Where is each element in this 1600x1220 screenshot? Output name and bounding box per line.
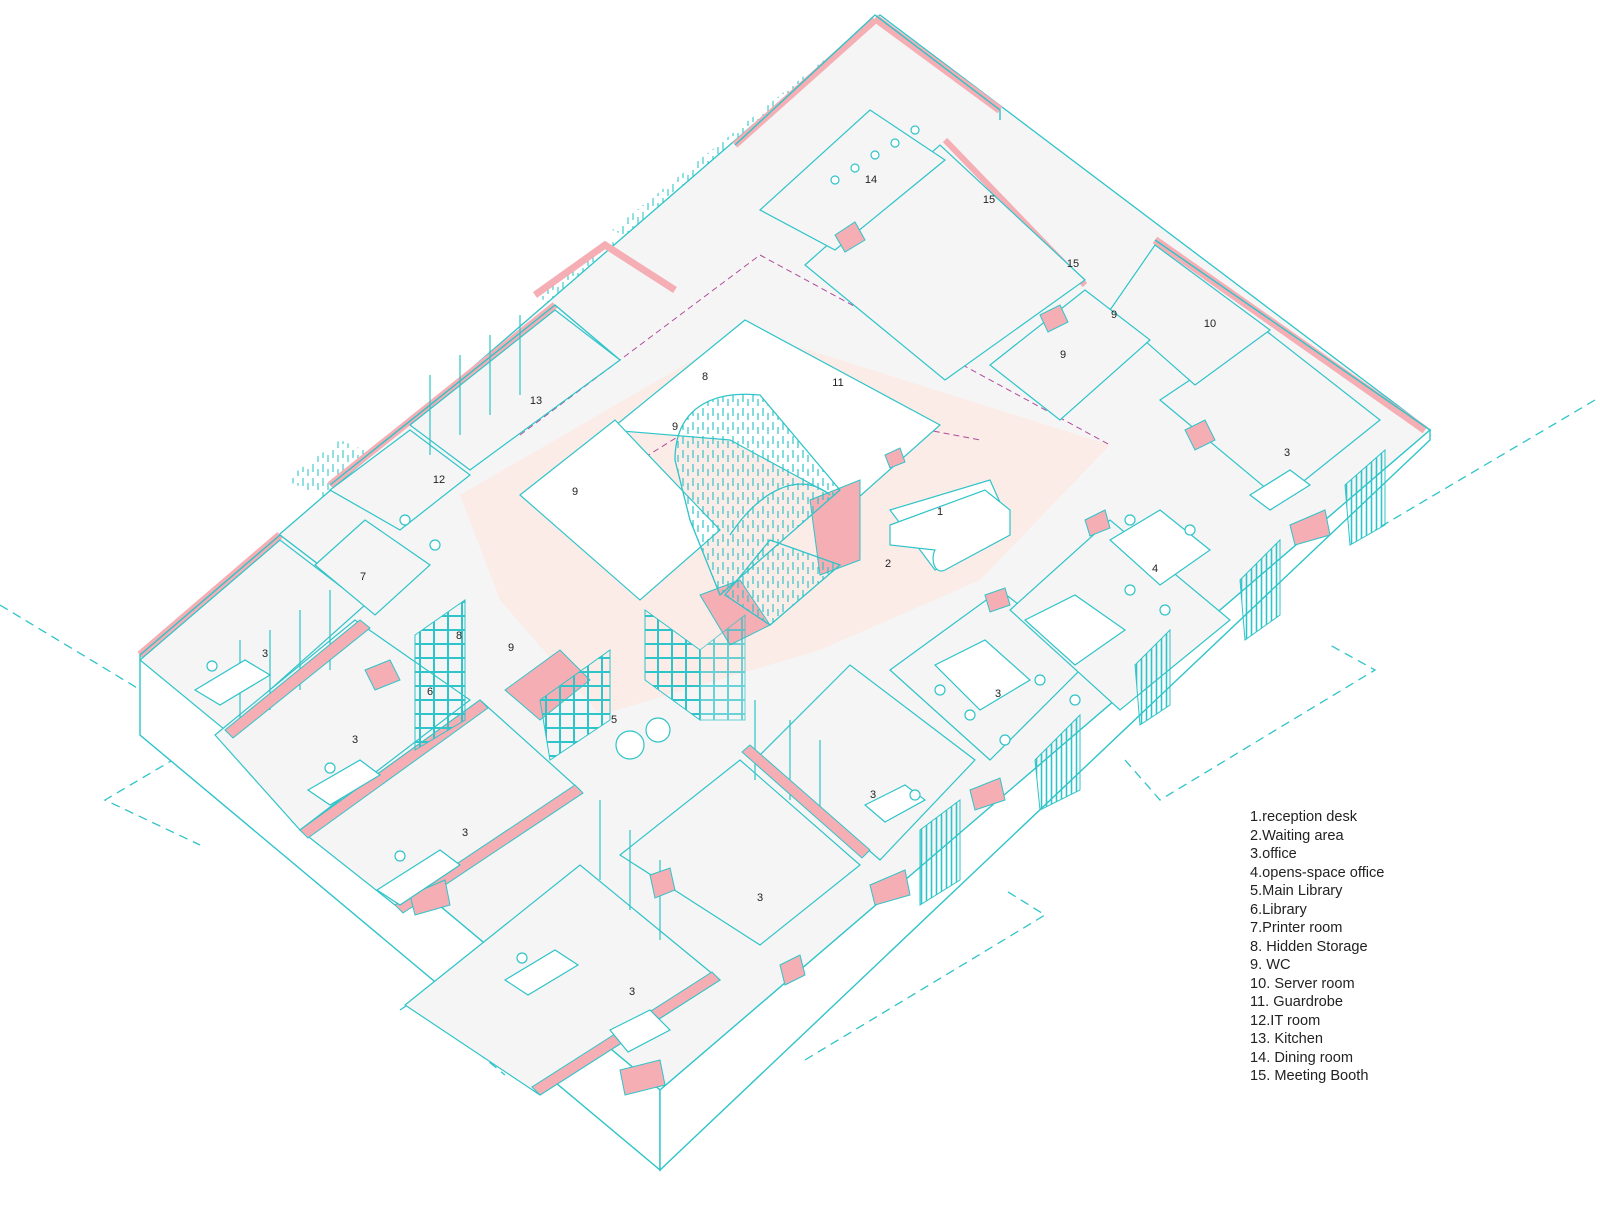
- room-label-office-c: 3: [462, 827, 468, 839]
- central-atrium: [674, 393, 842, 626]
- room-label-waiting-area: 2: [885, 558, 891, 570]
- legend: 1.reception desk 2.Waiting area 3.office…: [1250, 808, 1550, 1086]
- room-label-office-f: 3: [870, 789, 876, 801]
- room-label-office-a: 3: [262, 648, 268, 660]
- room-label-hidden-storage-b: 8: [456, 630, 462, 642]
- legend-item: 3.office: [1250, 846, 1297, 862]
- room-label-library: 6: [427, 686, 433, 698]
- legend-item: 14. Dining room: [1250, 1049, 1354, 1066]
- furniture: [193, 125, 1312, 1053]
- room-label-guardrobe: 11: [832, 377, 843, 389]
- room-labels: 1 2 3 3 3 3 3 3 3 3 4 5 6 7 8 8 9 9 9 9 …: [262, 174, 1290, 998]
- room-label-wc-e: 9: [1111, 309, 1117, 321]
- legend-item: 9. WC: [1250, 957, 1291, 973]
- legend-item: 1.reception desk: [1250, 809, 1358, 825]
- room-label-kitchen: 13: [530, 395, 542, 407]
- room-label-it-room: 12: [433, 474, 445, 486]
- room-label-office-g: 3: [995, 688, 1001, 700]
- legend-item: 11. Guardrobe: [1250, 994, 1344, 1010]
- room-label-open-space-office: 4: [1152, 563, 1158, 575]
- room-label-office-b: 3: [352, 734, 358, 746]
- room-label-office-d: 3: [629, 986, 635, 998]
- room-label-reception-desk: 1: [937, 506, 943, 518]
- legend-item: 12.IT room: [1250, 1012, 1321, 1029]
- reception-desk: [889, 489, 1011, 572]
- legend-item: 7.Printer room: [1250, 920, 1343, 936]
- room-label-wc-d: 9: [1060, 349, 1066, 361]
- legend-item: 6.Library: [1250, 901, 1307, 918]
- library-shelves: [414, 599, 746, 761]
- legend-item: 5.Main Library: [1250, 883, 1343, 899]
- room-label-server-room: 10: [1204, 318, 1216, 330]
- room-label-printer-room: 7: [360, 571, 366, 583]
- legend-item: 13. Kitchen: [1250, 1031, 1324, 1047]
- room-label-meeting-booth-a: 15: [983, 194, 995, 206]
- room-label-hidden-storage-a: 8: [702, 371, 708, 383]
- legend-item: 8. Hidden Storage: [1250, 938, 1368, 955]
- room-label-office-h: 3: [1284, 447, 1290, 459]
- room-label-meeting-booth-b: 15: [1067, 258, 1079, 270]
- legend-item: 15. Meeting Booth: [1250, 1068, 1369, 1084]
- room-label-office-e: 3: [757, 892, 763, 904]
- room-label-dining-room: 14: [865, 174, 877, 186]
- facade-louvres: [919, 448, 1386, 906]
- legend-item: 10. Server room: [1250, 975, 1355, 992]
- legend-item: 4.opens-space office: [1250, 864, 1385, 881]
- legend-item: 2.Waiting area: [1250, 827, 1344, 844]
- room-label-main-library: 5: [611, 714, 617, 726]
- room-label-wc-c: 9: [508, 642, 514, 654]
- room-label-wc-b: 9: [572, 486, 578, 498]
- room-label-wc-a: 9: [672, 421, 678, 433]
